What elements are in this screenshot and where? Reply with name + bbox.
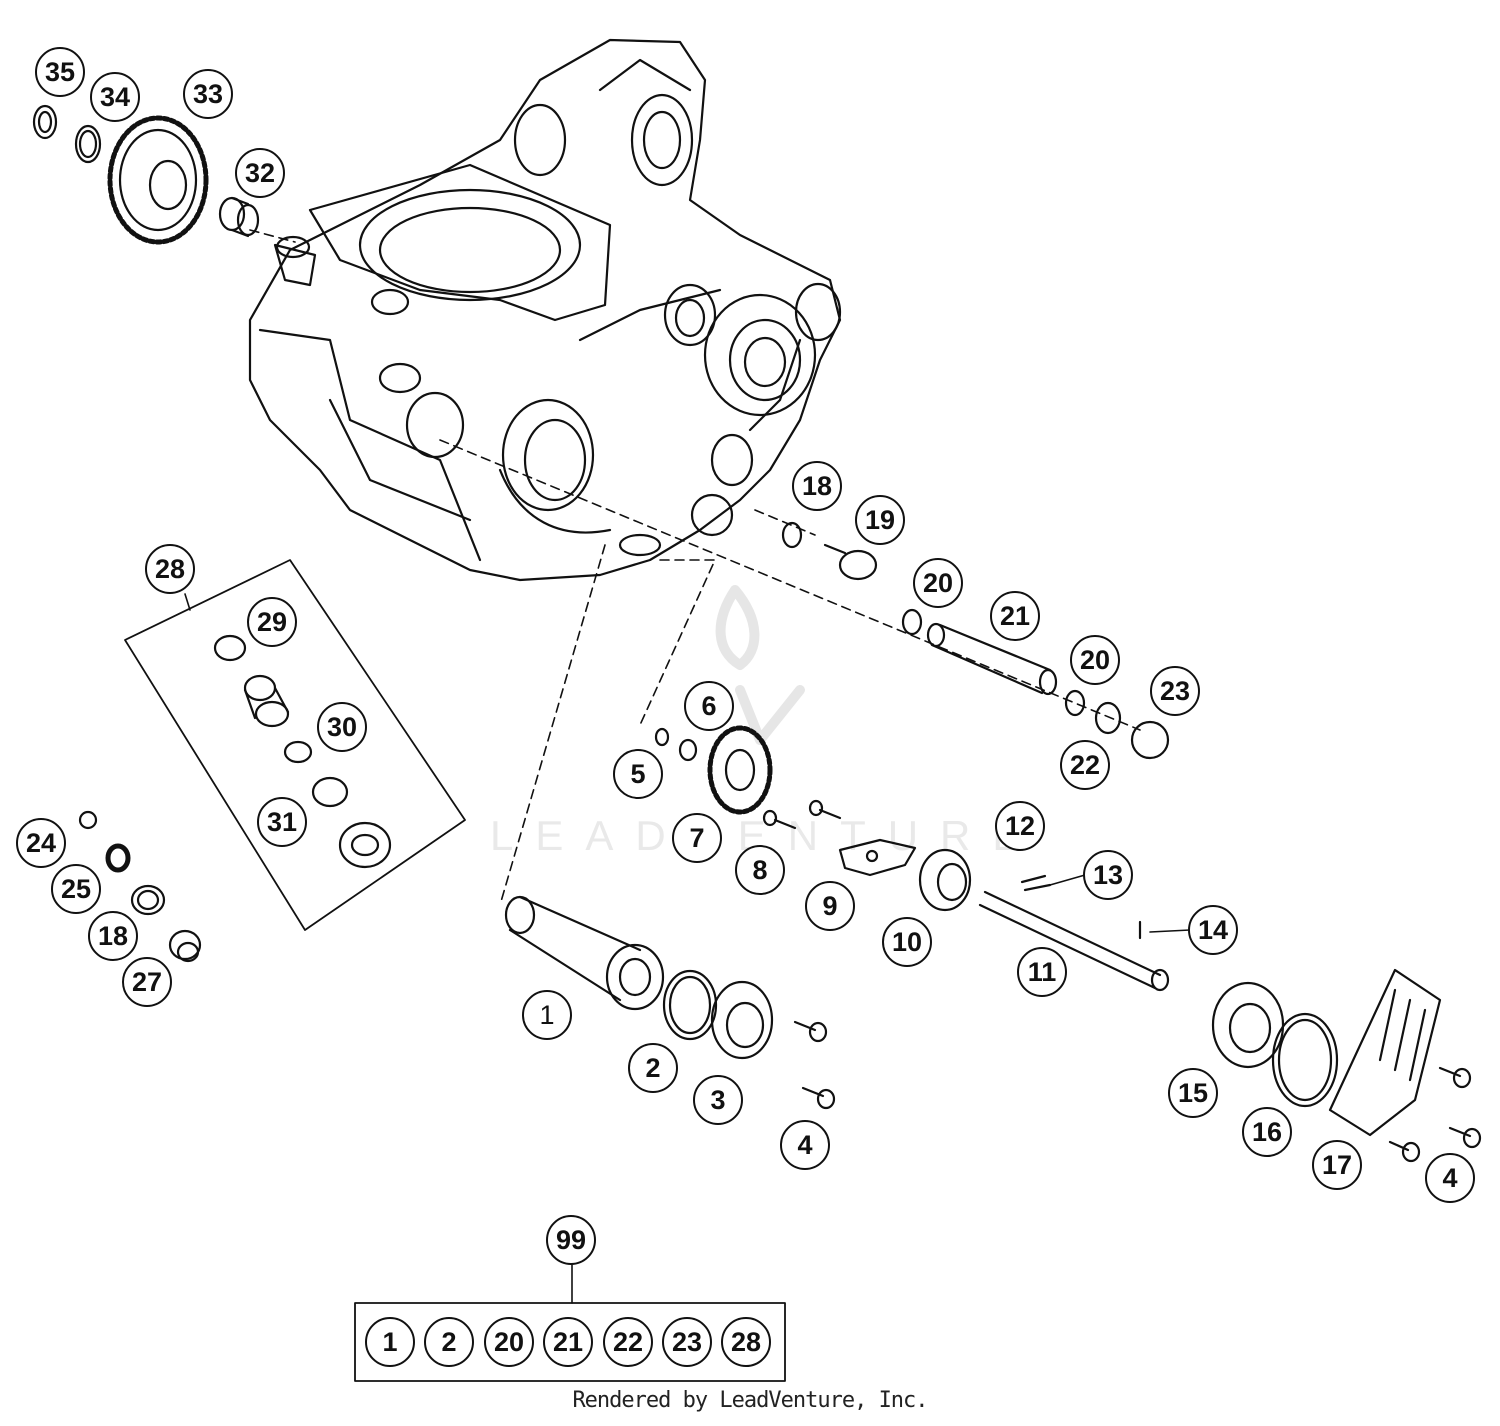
callout-4-right[interactable]: 4 [1425, 1153, 1475, 1203]
callout-30[interactable]: 30 [317, 702, 367, 752]
part-20-oring-a [901, 608, 923, 636]
part-11-shaft [978, 890, 1170, 992]
callout-20-top[interactable]: 20 [913, 558, 963, 608]
part-7-gear [707, 725, 773, 815]
part-10-rotor [918, 848, 972, 912]
part-4-bolts-left [793, 1020, 836, 1110]
kit-item-28[interactable]: 28 [721, 1317, 771, 1367]
callout-9[interactable]: 9 [805, 881, 855, 931]
callout-7[interactable]: 7 [672, 813, 722, 863]
kit-item-1[interactable]: 1 [365, 1317, 415, 1367]
callout-17[interactable]: 17 [1312, 1140, 1362, 1190]
kit-item-22[interactable]: 22 [603, 1317, 653, 1367]
part-9-cover [838, 838, 917, 877]
part-5-clip [654, 727, 670, 747]
callout-19[interactable]: 19 [855, 495, 905, 545]
rendered-by-credit: Rendered by LeadVenture, Inc. [572, 1388, 928, 1413]
part-22-oring [1094, 701, 1122, 735]
callout-14[interactable]: 14 [1188, 905, 1238, 955]
part-24-ball [78, 810, 98, 830]
part-28-screen [338, 821, 392, 869]
part-23-plug [1130, 720, 1170, 760]
kit-item-2[interactable]: 2 [424, 1317, 474, 1367]
callout-31[interactable]: 31 [257, 797, 307, 847]
part-35-ring [32, 104, 58, 140]
part-8-screw [762, 799, 842, 830]
callout-35[interactable]: 35 [35, 47, 85, 97]
callout-4-left[interactable]: 4 [780, 1120, 830, 1170]
callout-18-left[interactable]: 18 [88, 911, 138, 961]
part-19-bolt [823, 543, 878, 581]
callout-34[interactable]: 34 [90, 72, 140, 122]
callout-15[interactable]: 15 [1168, 1068, 1218, 1118]
part-30-oring [283, 740, 313, 764]
callout-27[interactable]: 27 [122, 957, 172, 1007]
part-18-seal-left [130, 884, 166, 916]
part-20-oring-b [1064, 689, 1086, 717]
part-28-plug-body [243, 674, 290, 728]
callout-22[interactable]: 22 [1060, 740, 1110, 790]
callout-24[interactable]: 24 [16, 818, 66, 868]
crankcase-housing [248, 38, 842, 582]
assembly-lines [249, 229, 1141, 906]
callout-21[interactable]: 21 [990, 591, 1040, 641]
callout-5[interactable]: 5 [613, 749, 663, 799]
part-13-pin [1023, 883, 1052, 892]
callout-29[interactable]: 29 [247, 597, 297, 647]
part-29-oring [213, 634, 247, 662]
part-18-seal-right [781, 521, 803, 549]
part-4-bolts-right [1388, 1066, 1482, 1163]
callout-18-right[interactable]: 18 [792, 461, 842, 511]
part-27-plug [168, 929, 202, 963]
callout-1[interactable]: 1 [522, 990, 572, 1040]
kit-item-21[interactable]: 21 [543, 1317, 593, 1367]
callout-32[interactable]: 32 [235, 148, 285, 198]
callout-12[interactable]: 12 [995, 801, 1045, 851]
part-6-washer [678, 738, 698, 762]
part-12-pin [1020, 874, 1047, 884]
kit-item-23[interactable]: 23 [662, 1317, 712, 1367]
part-32-bushing [218, 196, 260, 238]
part-16-oring [1271, 1012, 1339, 1108]
callout-23[interactable]: 23 [1150, 666, 1200, 716]
kit-item-20[interactable]: 20 [484, 1317, 534, 1367]
callout-13[interactable]: 13 [1083, 850, 1133, 900]
part-34-washer [74, 124, 102, 164]
callout-99[interactable]: 99 [546, 1215, 596, 1265]
part-17-cover [1328, 968, 1442, 1137]
callout-20-bottom[interactable]: 20 [1070, 635, 1120, 685]
callout-28[interactable]: 28 [145, 544, 195, 594]
part-1-filter [504, 895, 665, 1011]
part-2-oring [662, 969, 718, 1041]
callout-16[interactable]: 16 [1242, 1107, 1292, 1157]
callout-8[interactable]: 8 [735, 845, 785, 895]
kit-99-outline [354, 1302, 786, 1382]
callout-6[interactable]: 6 [684, 681, 734, 731]
callout-25[interactable]: 25 [51, 864, 101, 914]
leader-lines [184, 593, 1191, 1304]
part-33-gear [107, 115, 209, 245]
callout-11[interactable]: 11 [1017, 947, 1067, 997]
callout-10[interactable]: 10 [882, 917, 932, 967]
part-3-cover [710, 980, 774, 1060]
part-31-oring [311, 776, 349, 808]
watermark-logo [715, 585, 805, 745]
callout-33[interactable]: 33 [183, 69, 233, 119]
callout-3[interactable]: 3 [693, 1075, 743, 1125]
part-21-shaft [926, 622, 1058, 696]
callout-2[interactable]: 2 [628, 1043, 678, 1093]
group-28-outline [124, 559, 466, 931]
part-25-spring [105, 843, 131, 873]
